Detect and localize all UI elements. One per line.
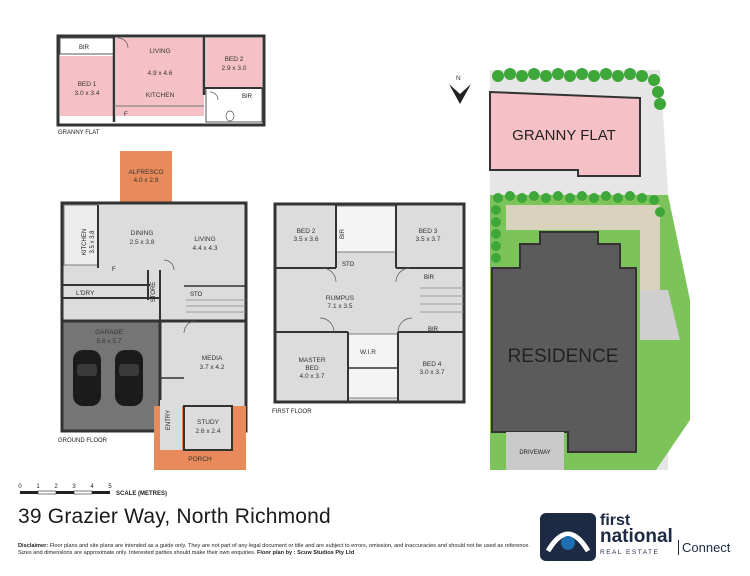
scale-tick-2: 2 xyxy=(54,484,58,490)
granny-bed1-label: BED 1 xyxy=(78,81,97,88)
site-residence xyxy=(491,231,637,453)
media-dims: 3.7 x 4.2 xyxy=(200,364,225,371)
rumpus-dims: 7.1 x 3.5 xyxy=(328,303,353,310)
first-floor-plan: BED 2 3.5 x 3.6 BED 3 3.5 x 3.7 BIR STO … xyxy=(272,202,466,415)
hedge-row xyxy=(491,68,666,263)
kitchen-label: KITCHEN xyxy=(82,229,88,255)
store-label: STORE xyxy=(151,282,157,303)
granny-living-label: LIVING xyxy=(149,48,170,55)
ground-floor-label: GROUND FLOOR xyxy=(58,438,108,444)
study-label: STUDY xyxy=(197,419,220,426)
dining-dims: 2.5 x 3.8 xyxy=(130,239,155,246)
car-icon xyxy=(73,350,101,406)
first-floor-label: FIRST FLOOR xyxy=(272,409,312,415)
ff-bir-label-b: BIR xyxy=(424,275,435,281)
property-address: 39 Grazier Way, North Richmond xyxy=(18,505,331,528)
alfresco-area xyxy=(120,151,172,203)
gf-living-dims: 4.4 x 4.3 xyxy=(193,245,218,252)
master-bed-label: MASTER xyxy=(298,357,325,364)
car-icon xyxy=(115,350,143,406)
master-bed-label-2: BED xyxy=(305,365,319,372)
rumpus-label: RUMPUS xyxy=(326,295,355,302)
ff-bed2-label: BED 2 xyxy=(297,228,316,235)
gf-fridge-label: F xyxy=(112,267,116,273)
ff-bed3-label: BED 3 xyxy=(419,228,438,235)
logo-line-1: first xyxy=(600,512,631,529)
site-granny-flat-label: GRANNY FLAT xyxy=(512,127,616,144)
alfresco-dims: 4.0 x 2.9 xyxy=(134,177,159,184)
north-label: N xyxy=(456,75,461,82)
granny-bed2-dims: 2.9 x 3.0 xyxy=(222,65,247,72)
disclaimer-heading: Disclaimer: xyxy=(18,543,49,549)
ldry-label: L'DRY xyxy=(76,290,95,297)
site-driveway xyxy=(506,432,564,470)
granny-living-room xyxy=(116,38,204,116)
scale-tick-5: 5 xyxy=(108,484,112,490)
ground-floor-plan: ALFRESCO 4.0 x 2.9 DINING 2.5 x 3.8 LIVI… xyxy=(58,151,248,470)
ff-sto-label: STO xyxy=(342,262,355,268)
alfresco-label: ALFRESCO xyxy=(128,169,163,176)
ff-bed2-dims: 3.5 x 3.6 xyxy=(294,236,319,243)
scale-tick-0: 0 xyxy=(18,484,22,490)
study-dims: 2.6 x 2.4 xyxy=(196,428,221,435)
granny-bed1-dims: 3.0 x 3.4 xyxy=(75,90,100,97)
scale-tick-3: 3 xyxy=(72,484,76,490)
entry-label: ENTRY xyxy=(166,410,172,430)
granny-living-dims: 4.9 x 4.6 xyxy=(148,70,173,77)
wir-label: W.I.R xyxy=(360,349,376,356)
ff-bed4-label: BED 4 xyxy=(423,361,442,368)
ff-bed4-dims: 3.0 x 3.7 xyxy=(420,369,445,376)
disclaimer-text: Floor plans and site plans are intended … xyxy=(18,543,530,557)
site-residence-label: RESIDENCE xyxy=(508,346,619,367)
granny-flat-plan-label: GRANNY FLAT xyxy=(58,130,100,136)
logo-line-4: Connect xyxy=(678,540,730,555)
granny-bir-label-a: BIR xyxy=(79,45,90,51)
logo-line-2: national xyxy=(600,526,673,547)
floor-plan-credit: Floor plan by : Scuw Studios Pty Ltd xyxy=(257,550,355,557)
agency-logo: first national REAL ESTATE Connect xyxy=(540,512,740,561)
dining-label: DINING xyxy=(131,230,154,237)
ff-bed3-dims: 3.5 x 3.7 xyxy=(416,236,441,243)
site-plan: GRANNY FLAT RESIDENCE DRIVEWAY N xyxy=(449,68,690,470)
media-label: MEDIA xyxy=(202,355,223,362)
granny-bed1-room xyxy=(60,56,114,116)
porch-label: PORCH xyxy=(188,456,212,463)
granny-bed2-room xyxy=(206,38,262,88)
logo-mark-icon xyxy=(540,513,596,561)
ff-bir-label-a: BIR xyxy=(340,228,346,239)
scale-bar: 0 1 2 3 4 5 SCALE (METRES) xyxy=(18,484,167,497)
gf-sto-label: STO xyxy=(190,292,203,298)
gf-living-label: LIVING xyxy=(194,236,215,243)
master-bed-dims: 4.0 x 3.7 xyxy=(300,373,325,380)
ff-bir-label-c: BIR xyxy=(428,327,439,333)
logo-line-3: REAL ESTATE xyxy=(600,549,660,556)
granny-kitchen-label: KITCHEN xyxy=(146,92,175,99)
granny-flat-plan: BIR BED 1 3.0 x 3.4 LIVING 4.9 x 4.6 KIT… xyxy=(56,34,266,136)
garage-label: GARAGE xyxy=(95,329,123,336)
granny-bed2-label: BED 2 xyxy=(225,56,244,63)
site-driveway-label: DRIVEWAY xyxy=(519,450,550,456)
kitchen-dims: 3.5 x 3.8 xyxy=(90,230,96,254)
scale-tick-1: 1 xyxy=(36,484,40,490)
site-granny-flat xyxy=(489,90,641,177)
north-arrow-icon xyxy=(449,84,471,104)
granny-bir-label-b: BIR xyxy=(242,94,253,100)
garage-dims: 5.6 x 5.7 xyxy=(97,338,122,345)
disclaimer: Disclaimer: Floor plans and site plans a… xyxy=(18,543,538,558)
granny-fridge-label: F xyxy=(124,112,128,118)
scale-label: SCALE (METRES) xyxy=(116,491,167,497)
scale-tick-4: 4 xyxy=(90,484,94,490)
